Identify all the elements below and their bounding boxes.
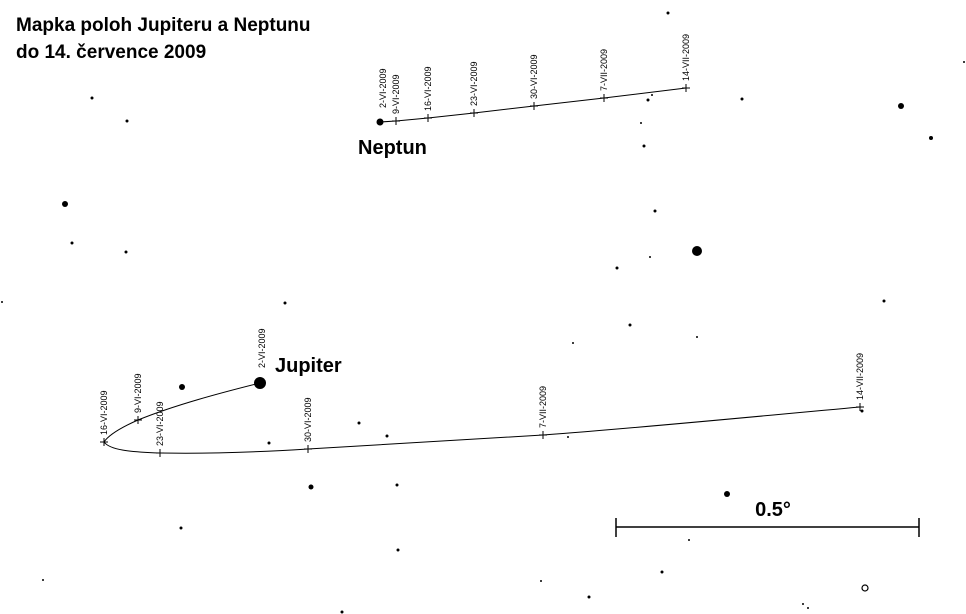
star-29 [666,11,670,15]
star-18 [572,342,574,344]
neptun-date-label-4: 23-VI-2009 [469,61,479,106]
star-19 [628,323,632,327]
star-10 [308,484,314,490]
map-title-line-2: do 14. července 2009 [16,42,207,63]
star-20 [696,336,698,338]
star-31 [898,103,904,109]
jupiter-date-label-2: 9-VI-2009 [133,373,143,413]
star-38 [660,570,664,574]
star-16 [385,434,389,438]
background-stars [1,11,965,614]
star-43 [860,409,864,413]
scale-bar: 0.5° [615,499,920,537]
star-11 [395,483,399,487]
neptun-date-label-1: 2-VI-2009 [378,68,388,108]
star-6 [283,301,287,305]
neptun-date-label-5: 30-VI-2009 [529,54,539,99]
star-36 [724,491,730,497]
neptun-planet-icon [376,118,384,126]
star-39 [540,580,542,582]
star-41 [802,603,804,605]
jupiter-path-line [103,382,861,454]
star-34 [882,299,886,303]
jupiter-date-label-5: 30-VI-2009 [303,397,313,442]
neptun-date-label-2: 9-VI-2009 [391,74,401,114]
jupiter-date-label-6: 7-VII-2009 [538,386,548,428]
star-23 [615,266,619,270]
star-4 [70,241,74,245]
star-14 [340,610,344,614]
star-ringed [861,584,869,592]
star-24 [649,256,651,258]
star-7 [1,301,3,303]
star-1 [90,96,94,100]
star-42 [807,607,809,609]
star-15 [396,548,400,552]
star-25 [642,144,646,148]
star-17 [357,421,361,425]
star-22 [653,209,657,213]
star-27 [646,98,650,102]
jupiter-label: Jupiter [275,355,342,377]
neptun-date-label-3: 16-VI-2009 [423,66,433,111]
star-3 [62,201,68,207]
star-35 [567,436,569,438]
star-33 [963,61,965,63]
star-5 [124,250,128,254]
neptun-label: Neptun [358,137,427,159]
star-30 [740,97,744,101]
jupiter-date-label-4: 23-VI-2009 [155,401,165,446]
star-37 [688,539,690,541]
star-9 [267,441,271,445]
star-40 [587,595,591,599]
star-2 [125,119,129,123]
jupiter-date-label-1: 2-VI-2009 [257,328,267,368]
neptun-date-label-7: 14-VII-2009 [681,34,691,81]
star-13 [42,579,44,581]
star-32 [929,136,933,140]
star-8 [179,384,185,390]
jupiter-date-label-3: 16-VI-2009 [99,390,109,435]
star-21 [692,246,702,256]
star-28 [651,94,653,96]
jupiter-planet-icon [254,377,266,389]
jupiter-date-label-7: 14-VII-2009 [855,353,865,400]
map-title-line-1: Mapka poloh Jupiteru a Neptunu [16,15,311,36]
neptun-date-label-6: 7-VII-2009 [599,49,609,91]
jupiter-track: 2-VI-2009 9-VI-2009 16-VI-2009 23-VI-2009 30… [99,328,865,457]
star-12 [179,526,183,530]
star-26 [640,122,642,124]
scale-bar-label: 0.5° [755,499,791,521]
map-title: Mapka poloh Jupiteru a Neptunu do 14. če… [16,12,311,66]
